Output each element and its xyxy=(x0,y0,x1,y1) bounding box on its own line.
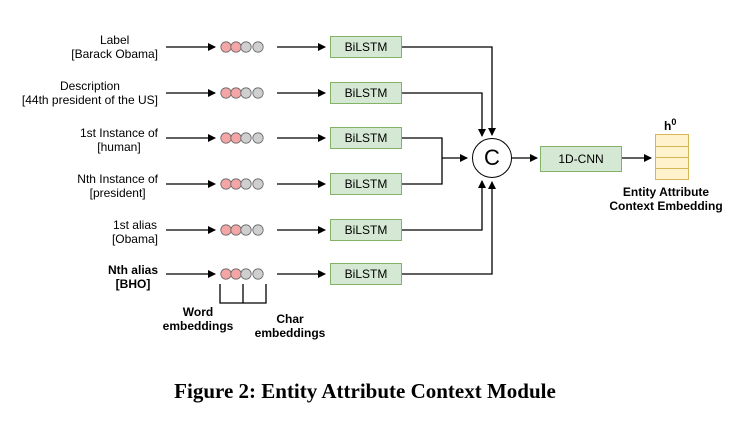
edge-bilstm-3-4 xyxy=(402,137,443,185)
output-symbol: h0 xyxy=(664,117,677,133)
bilstm-box-6: BiLSTM xyxy=(330,263,402,285)
input-label-1: Label [Barack Obama] xyxy=(71,33,158,61)
word-embedding-circle-5-1 xyxy=(220,224,232,236)
bilstm-box-1: BiLSTM xyxy=(330,36,402,58)
word-embedding-circle-3-1 xyxy=(220,132,232,144)
char-embedding-circle-1-3 xyxy=(240,41,252,53)
bilstm-box-2: BiLSTM xyxy=(330,82,402,104)
edge-bilstm-1 xyxy=(402,46,496,136)
char-embedding-circle-2-3 xyxy=(240,87,252,99)
input-label-2-title: Description xyxy=(59,79,120,93)
input-label-5-title: 1st alias xyxy=(112,218,157,232)
input-label-6-title: Nth alias xyxy=(107,263,158,277)
input-label-4-title: Nth Instance of xyxy=(77,172,158,186)
input-label-4: Nth Instance of [president] xyxy=(77,172,158,200)
char-embeddings-line1: Char xyxy=(276,312,304,326)
char-embeddings-line2: embeddings xyxy=(254,326,326,340)
bilstm-box-4: BiLSTM xyxy=(330,173,402,195)
output-embedding-block xyxy=(655,134,689,180)
word-embedding-circle-5-2 xyxy=(230,224,242,236)
char-embeddings-label: Char embeddings xyxy=(248,312,332,340)
output-caption: Entity Attribute Context Embedding xyxy=(604,185,728,213)
bilstm-box-3: BiLSTM xyxy=(330,127,402,149)
word-embedding-circle-4-1 xyxy=(220,178,232,190)
char-embedding-circle-6-3 xyxy=(240,268,252,280)
word-embedding-circle-2-2 xyxy=(230,87,242,99)
word-embedding-circle-2-1 xyxy=(220,87,232,99)
char-embedding-circle-4-4 xyxy=(252,178,264,190)
edge-bilstm-5 xyxy=(402,180,486,231)
input-label-6: Nth alias [BHO] xyxy=(108,263,158,291)
input-label-1-value: [Barack Obama] xyxy=(71,47,158,61)
word-embeddings-line2: embeddings xyxy=(162,319,234,333)
edge-bilstm-6 xyxy=(402,181,496,275)
input-label-5: 1st alias [Obama] xyxy=(112,218,158,246)
input-label-1-title: Label xyxy=(99,33,130,47)
word-embedding-circle-4-2 xyxy=(230,178,242,190)
figure-caption: Figure 2: Entity Attribute Context Modul… xyxy=(174,379,556,403)
output-symbol-superscript: 0 xyxy=(671,117,677,127)
input-label-5-value: [Obama] xyxy=(111,232,158,246)
char-embedding-circle-4-3 xyxy=(240,178,252,190)
word-embeddings-label: Word embeddings xyxy=(156,305,240,333)
input-label-2-value: [44th president of the US] xyxy=(21,93,158,107)
input-label-3-value: [human] xyxy=(97,140,141,154)
word-embedding-circle-1-2 xyxy=(230,41,242,53)
cnn-box: 1D-CNN xyxy=(540,146,622,172)
input-label-3-title: 1st Instance of xyxy=(79,126,158,140)
word-embeddings-line1: Word xyxy=(182,305,214,319)
word-embedding-circle-6-1 xyxy=(220,268,232,280)
char-embedding-circle-1-4 xyxy=(252,41,264,53)
word-embedding-circle-3-2 xyxy=(230,132,242,144)
input-label-3: 1st Instance of [human] xyxy=(80,126,158,154)
concat-node: C xyxy=(472,138,512,178)
output-symbol-base: h xyxy=(664,119,672,133)
input-label-4-value: [president] xyxy=(89,186,146,200)
char-embedding-circle-5-4 xyxy=(252,224,264,236)
bilstm-box-5: BiLSTM xyxy=(330,219,402,241)
char-embedding-circle-3-3 xyxy=(240,132,252,144)
edge-bilstm-2 xyxy=(402,92,486,137)
input-label-2: Description [44th president of the US] xyxy=(22,79,158,107)
output-caption-line2: Context Embedding xyxy=(609,199,723,213)
char-embedding-circle-5-3 xyxy=(240,224,252,236)
output-caption-line1: Entity Attribute xyxy=(622,185,710,199)
char-embedding-circle-6-4 xyxy=(252,268,264,280)
input-label-6-value: [BHO] xyxy=(115,277,151,291)
word-embedding-circle-6-2 xyxy=(230,268,242,280)
char-embedding-circle-2-4 xyxy=(252,87,264,99)
word-embedding-circle-1-1 xyxy=(220,41,232,53)
char-embedding-circle-3-4 xyxy=(252,132,264,144)
